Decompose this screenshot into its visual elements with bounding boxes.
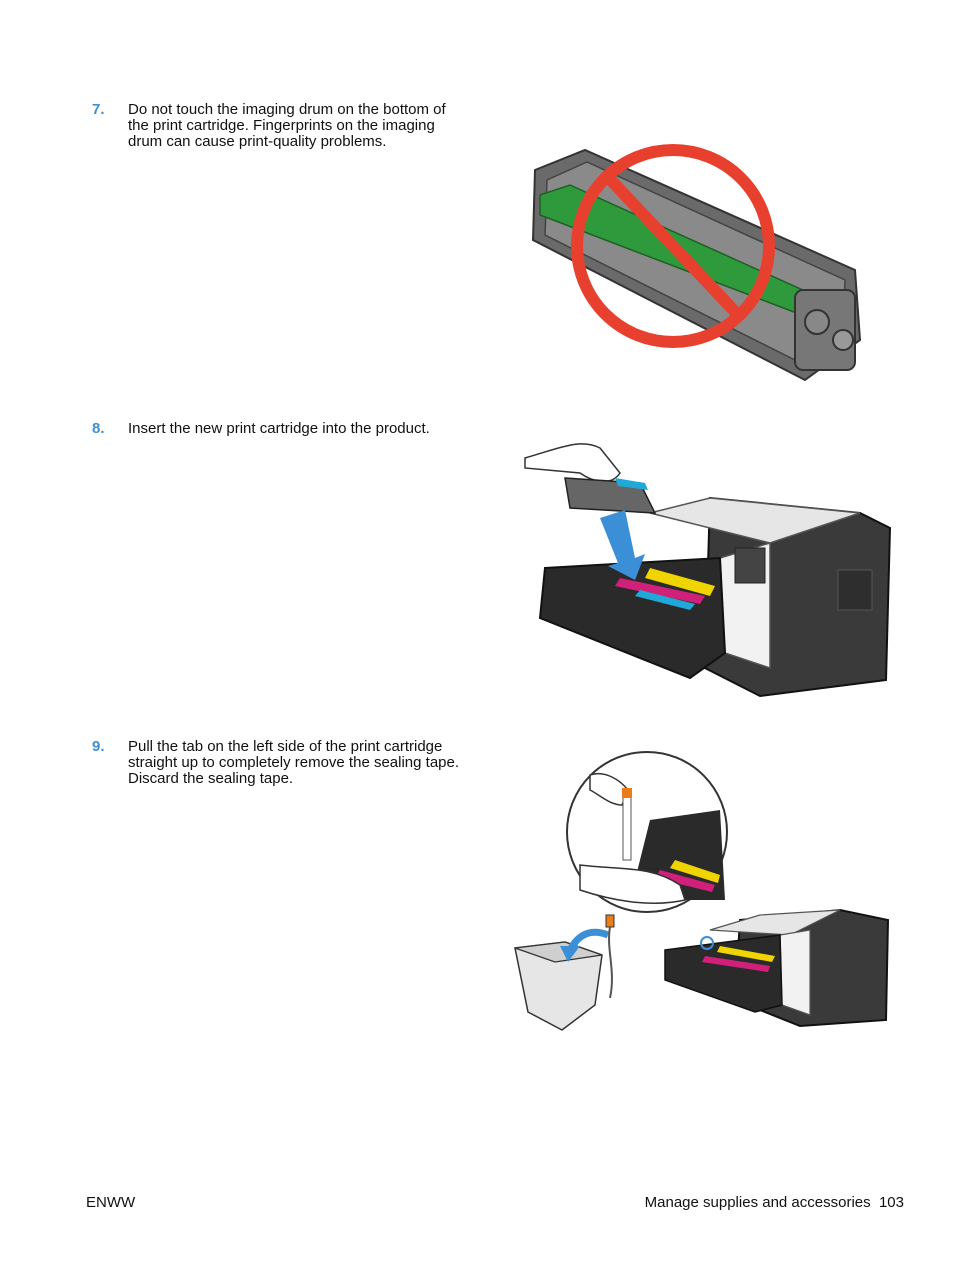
footer-right: Manage supplies and accessories 103: [645, 1194, 904, 1211]
remove-sealing-tape-illustration: [514, 751, 890, 1031]
step-text: Pull the tab on the left side of the pri…: [128, 738, 460, 787]
trash-bin-icon: [514, 941, 603, 1031]
prohibition-sign-icon: [571, 144, 775, 348]
footer-left: ENWW: [86, 1194, 136, 1211]
insert-cartridge-illustration: [524, 443, 892, 698]
step-number: 9.: [92, 738, 105, 755]
down-arrow-icon: [600, 510, 645, 580]
step-text: Insert the new print cartridge into the …: [128, 420, 430, 437]
footer-section-title: Manage supplies and accessories: [644, 1194, 871, 1211]
printer: [664, 908, 890, 1028]
page-number: 103: [878, 1194, 904, 1211]
curved-arrow-icon: [560, 928, 610, 962]
step-text: Do not touch the imaging drum on the bot…: [128, 101, 446, 150]
step-number: 7.: [92, 101, 105, 118]
step-number: 8.: [92, 420, 105, 437]
printer: [538, 496, 892, 698]
sealing-tape-icon: [605, 914, 615, 999]
zoom-inset: [566, 751, 728, 913]
cartridge-drum-warning-illustration: [531, 144, 862, 382]
hand-with-cartridge: [524, 443, 657, 514]
